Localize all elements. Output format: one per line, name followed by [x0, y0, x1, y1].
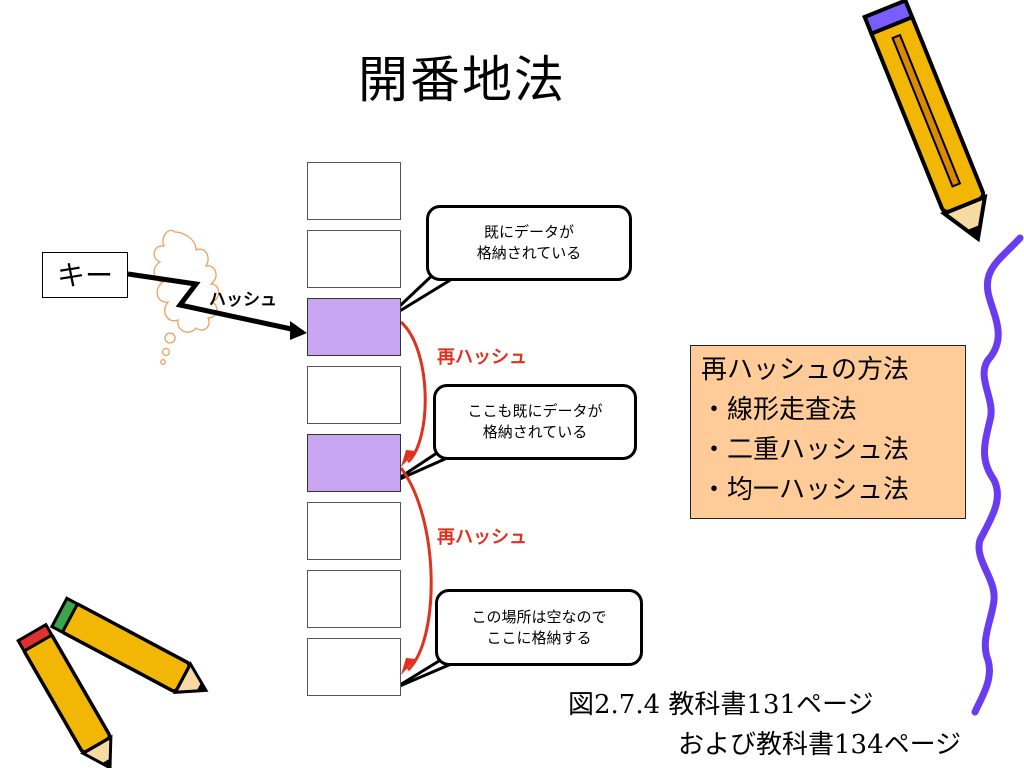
rehash-methods-box: 再ハッシュの方法 ・線形走査法 ・二重ハッシュ法 ・均一ハッシュ法 — [690, 345, 966, 519]
squiggle-line — [971, 234, 1024, 716]
methods-heading: 再ハッシュの方法 — [701, 355, 910, 385]
callout-empty-slot: この場所は空なので ここに格納する — [435, 589, 643, 666]
table-slot — [307, 502, 401, 560]
table-slot — [307, 638, 401, 696]
table-slot — [307, 434, 401, 492]
method-item: ・線形走査法 — [701, 395, 858, 425]
table-slot — [307, 366, 401, 424]
callout-occupied-2: ここも既にデータが 格納されている — [433, 384, 637, 460]
hash-arrow — [127, 271, 307, 340]
rehash-label: 再ハッシュ — [437, 527, 527, 548]
rehash-label: 再ハッシュ — [437, 347, 527, 368]
hash-label: ハッシュ — [209, 290, 277, 310]
table-slot — [307, 230, 401, 288]
table-slot — [307, 162, 401, 220]
rehash-arrows — [399, 320, 433, 672]
table-slot — [307, 570, 401, 628]
method-item: ・二重ハッシュ法 — [701, 435, 910, 465]
thought-cloud-icon — [153, 229, 220, 365]
figure-caption-line2: および教科書134ページ — [678, 730, 962, 760]
rehash-arrow-1 — [399, 320, 427, 464]
page-title: 開番地法 — [358, 51, 566, 109]
method-item: ・均一ハッシュ法 — [701, 475, 910, 505]
key-box: キー — [42, 252, 128, 298]
rehash-arrow-2 — [399, 467, 433, 672]
callout-occupied-1: 既にデータが 格納されている — [426, 205, 632, 281]
figure-caption-line1: 図2.7.4 教科書131ページ — [568, 690, 874, 720]
rehash-arrowheads — [401, 450, 416, 675]
pencil-icon — [16, 622, 113, 768]
pencil-icon — [49, 596, 209, 694]
table-slot — [307, 298, 401, 356]
pencil-icon — [862, 0, 988, 243]
